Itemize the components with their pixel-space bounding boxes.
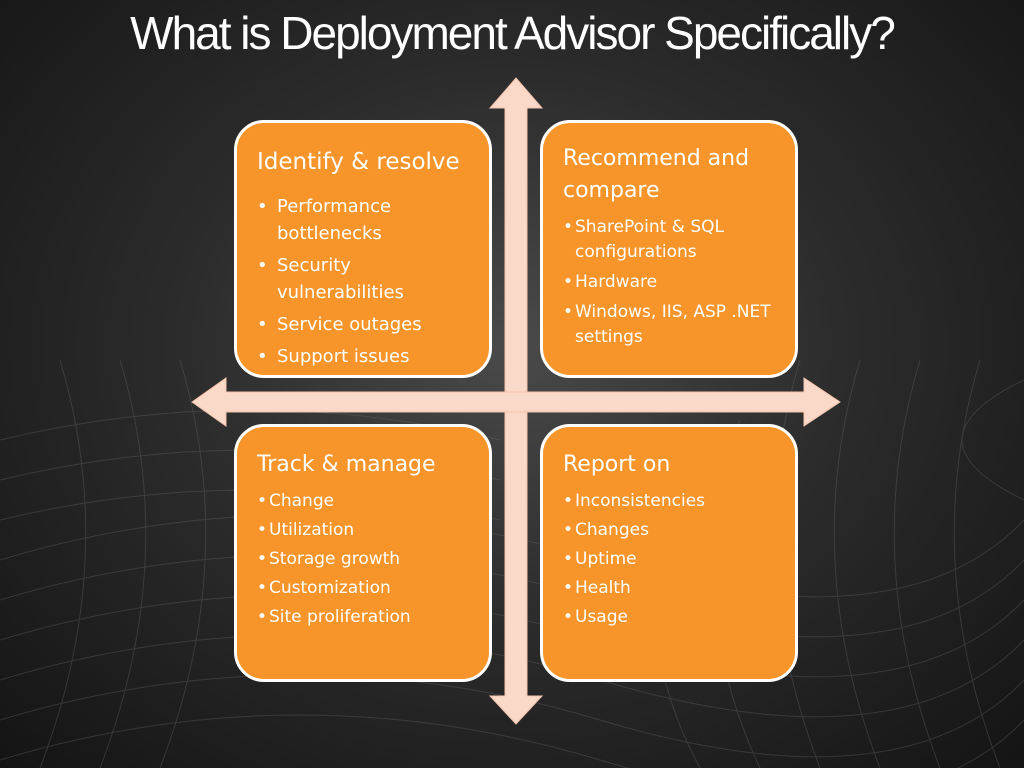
list-item: Storage growth xyxy=(257,547,471,572)
bullet-list: Change Utilization Storage growth Custom… xyxy=(257,489,471,630)
list-item: Security vulnerabilities xyxy=(257,252,471,306)
list-item: Performance bottlenecks xyxy=(257,193,471,247)
list-item: Health xyxy=(563,576,777,601)
list-item: Site proliferation xyxy=(257,605,471,630)
horizontal-axis-arrow xyxy=(191,377,841,427)
quadrant-heading: Recommend and compare xyxy=(563,146,750,203)
bullet-list: SharePoint & SQL configurations Hardware… xyxy=(563,215,777,350)
list-item: Change xyxy=(257,489,471,514)
slide-title: What is Deployment Advisor Specifically? xyxy=(130,7,896,59)
bullet-list: Inconsistencies Changes Uptime Health Us… xyxy=(563,489,777,630)
list-item: Hardware xyxy=(563,270,777,295)
list-item: Inconsistencies xyxy=(563,489,777,514)
quadrant-heading: Report on xyxy=(563,452,671,477)
quadrant-heading: Track & manage xyxy=(257,452,436,477)
list-item: Changes xyxy=(563,518,777,543)
list-item: Usage xyxy=(563,605,777,630)
quadrant-report-on: Report on Inconsistencies Changes Uptime… xyxy=(540,424,798,682)
quadrant-recommend-compare: Recommend and compare SharePoint & SQL c… xyxy=(540,120,798,378)
list-item: Utilization xyxy=(257,518,471,543)
quadrant-track-manage: Track & manage Change Utilization Storag… xyxy=(234,424,492,682)
list-item: Windows, IIS, ASP .NET settings xyxy=(563,300,777,350)
quadrant-heading: Identify & resolve xyxy=(257,149,460,175)
bullet-list: Performance bottlenecks Security vulnera… xyxy=(257,193,471,370)
list-item: Support issues xyxy=(257,343,471,370)
list-item: Uptime xyxy=(563,547,777,572)
list-item: Customization xyxy=(257,576,471,601)
list-item: SharePoint & SQL configurations xyxy=(563,215,777,265)
list-item: Service outages xyxy=(257,311,471,338)
quadrant-identify-resolve: Identify & resolve Performance bottlenec… xyxy=(234,120,492,378)
